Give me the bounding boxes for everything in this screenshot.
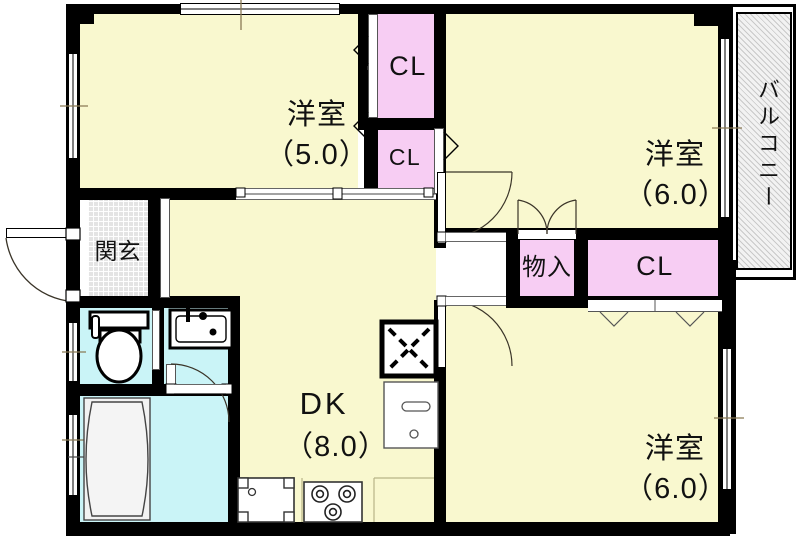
- wall-cl-right-bottom: [588, 296, 722, 302]
- wall-washroom-top: [152, 296, 238, 308]
- sliding-door-bed-left-to-dk[interactable]: [236, 188, 436, 200]
- wall-bed-top-right-pillar: [718, 218, 732, 264]
- label-bed-bottom-right-area: （6.0）: [623, 473, 729, 505]
- door-opening-hall-bed-top-right[interactable]: [446, 232, 506, 242]
- room-fill-bed-top-left: [78, 12, 358, 190]
- label-cl-mid: CL: [388, 144, 422, 170]
- wall-monoire-right: [574, 230, 588, 306]
- label-bed-top-left-area: （5.0）: [264, 139, 370, 171]
- room-fill-hall: [236, 196, 436, 316]
- door-jamb-hall-to-bed-top-right: [437, 172, 446, 244]
- wall-bath-sep: [152, 386, 158, 396]
- closet-door-cl-right[interactable]: [588, 300, 722, 312]
- door-opening-washroom[interactable]: [174, 384, 226, 394]
- wall-washroom-right: [228, 296, 240, 390]
- label-bed-top-right-area: （6.0）: [623, 179, 729, 211]
- entrance-door-panel[interactable]: [6, 228, 80, 238]
- label-genkan: 玄 関: [91, 238, 140, 264]
- room-fill-toilet: [78, 306, 160, 388]
- label-cl-right: CL: [636, 251, 674, 281]
- wall-top-left-step: [78, 4, 94, 24]
- label-bed-top-left-name: 洋室: [286, 99, 348, 131]
- door-toilet-panel[interactable]: [152, 310, 160, 370]
- wall-top-outer: [78, 4, 730, 14]
- balcony-frame: [730, 4, 796, 280]
- closet-fill-cl-top: [378, 14, 438, 118]
- wall-bath-right: [228, 384, 240, 524]
- wall-genkan-bottom: [78, 296, 160, 308]
- label-monoire: 物入: [522, 254, 572, 281]
- wall-bottom-outer: [66, 522, 730, 536]
- closet-door-cl-top[interactable]: [368, 14, 378, 118]
- label-bed-top-right-name: 洋室: [644, 139, 706, 171]
- wall-under-bed-top-left: [78, 188, 238, 200]
- wall-monoire-left: [506, 230, 520, 306]
- window-left-bed-left: [68, 53, 78, 159]
- room-fill-bathroom: [78, 394, 238, 522]
- closet-fill-cl-right: [588, 236, 722, 300]
- label-balcony: バルコニー: [755, 77, 780, 213]
- closet-fill-monoire: [518, 238, 576, 300]
- window-left-bathroom-upper: [68, 322, 78, 382]
- wall-cl-divider: [358, 118, 446, 130]
- label-dk-name: DK: [299, 386, 349, 421]
- wall-cl-mid-left: [364, 126, 378, 200]
- door-jamb-hall-to-bed-bottom-right: [437, 296, 446, 368]
- closet-door-monoire[interactable]: [518, 230, 576, 239]
- window-left-bathroom-lower: [68, 414, 78, 496]
- closet-fill-cl-mid: [376, 128, 434, 194]
- window-top-bed-left: [180, 3, 340, 15]
- label-cl-top: CL: [389, 51, 427, 81]
- door-opening-hall-bed-bottom-right[interactable]: [446, 296, 506, 306]
- wall-genkan-right: [148, 196, 160, 308]
- window-right-bed-bottom: [722, 348, 732, 490]
- wall-monoire-bottom: [506, 296, 588, 308]
- door-genkan-to-hall[interactable]: [160, 198, 170, 298]
- balcony-area: [736, 12, 792, 270]
- label-bed-bottom-right-name: 洋室: [644, 433, 706, 465]
- label-dk-area: （8.0）: [283, 431, 389, 463]
